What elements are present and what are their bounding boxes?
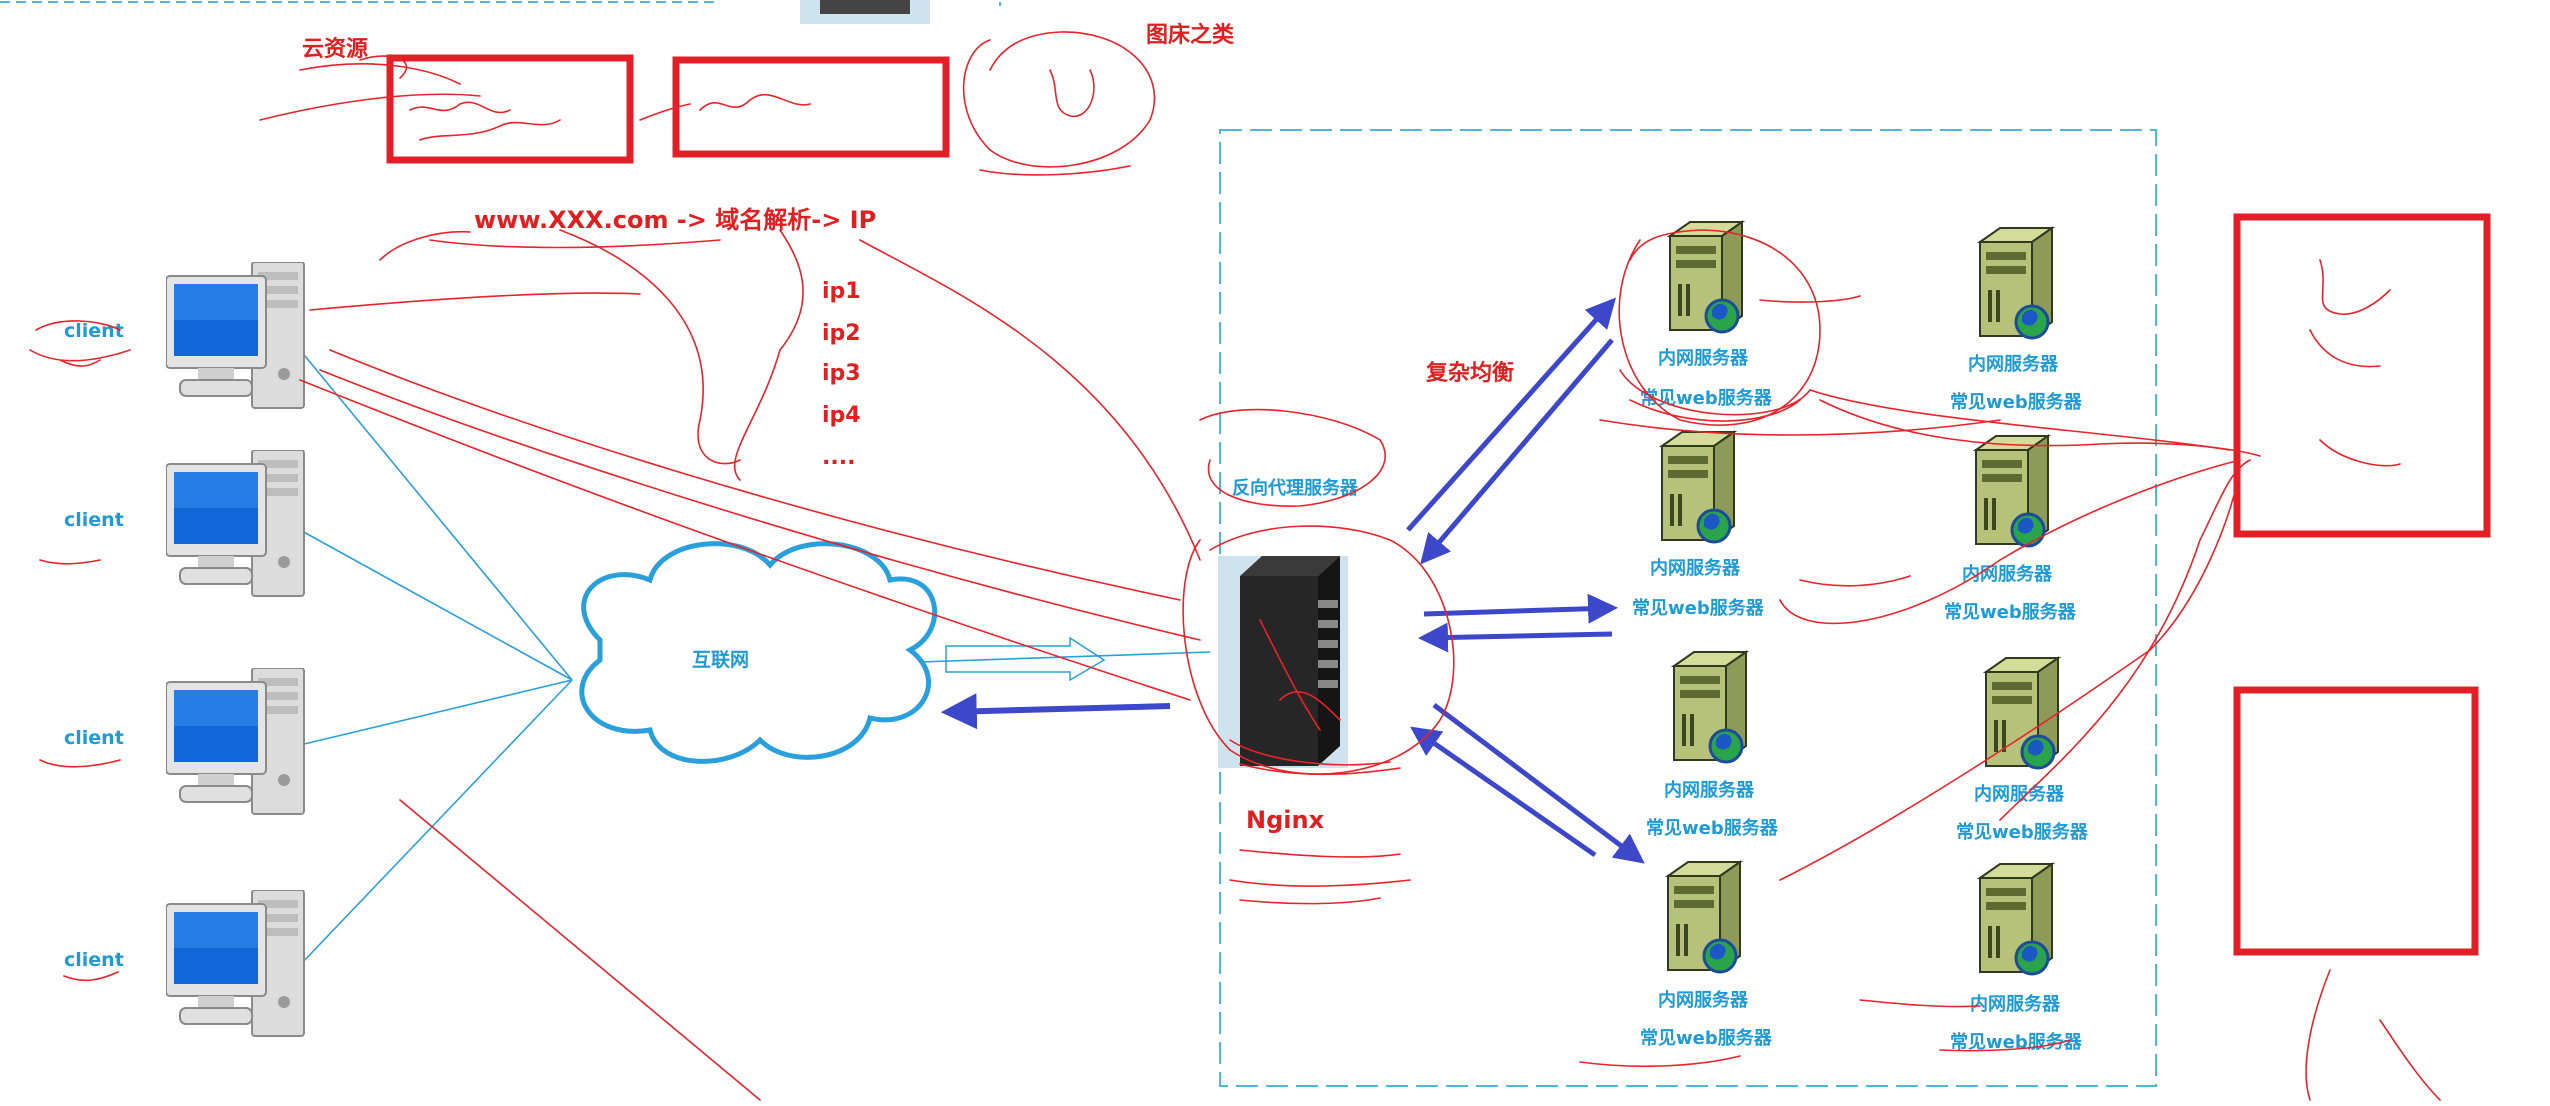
svg-text:内网服务器: 内网服务器 xyxy=(1962,563,2053,585)
svg-text:内网服务器: 内网服务器 xyxy=(1968,353,2059,375)
svg-text:ip2: ip2 xyxy=(822,321,861,346)
client-3: client xyxy=(64,668,305,815)
intranet-server: 内网服务器 常见web服务器 xyxy=(1950,862,2083,1053)
client-label: client xyxy=(64,509,124,531)
intranet-server: 内网服务器 常见web服务器 xyxy=(1956,656,2089,843)
intranet-server: 内网服务器 常见web服务器 xyxy=(1640,220,1773,409)
ip-list: ip1 ip2 ip3 ip4 .... xyxy=(822,279,861,470)
intranet-server: 内网服务器 常见web服务器 xyxy=(1950,226,2083,413)
intranet-server: 内网服务器 常见web服务器 xyxy=(1646,650,1779,839)
balance-arrows xyxy=(1406,297,1645,864)
svg-text:内网服务器: 内网服务器 xyxy=(1658,347,1749,369)
svg-text:常见web服务器: 常见web服务器 xyxy=(1640,1027,1773,1049)
svg-text:内网服务器: 内网服务器 xyxy=(1664,779,1755,801)
handwritten-annotations xyxy=(29,31,2441,1101)
intranet-server: 内网服务器 常见web服务器 xyxy=(1632,430,1765,619)
svg-text:常见web服务器: 常见web服务器 xyxy=(1956,821,2089,843)
client-1: client xyxy=(64,262,305,409)
cloud-resource-label: 云资源 xyxy=(302,37,368,62)
svg-text:常见web服务器: 常见web服务器 xyxy=(1640,387,1773,409)
client-label: client xyxy=(64,727,124,749)
client-label: client xyxy=(64,949,124,971)
client-2: client xyxy=(64,450,305,597)
nginx-server: Nginx xyxy=(1218,556,1348,834)
complex-balance-label: 复杂均衡 xyxy=(1425,360,1514,386)
internet-label: 互联网 xyxy=(692,649,749,671)
cloud-resource-box-1 xyxy=(386,54,634,164)
response-arrow xyxy=(940,693,1171,730)
svg-text:ip1: ip1 xyxy=(822,279,861,304)
intranet-server: 内网服务器 常见web服务器 xyxy=(1640,860,1773,1049)
svg-text:内网服务器: 内网服务器 xyxy=(1658,989,1749,1011)
client-links xyxy=(299,349,1211,966)
client-label: client xyxy=(64,320,124,342)
svg-text:常见web服务器: 常见web服务器 xyxy=(1950,391,2083,413)
intranet-server: 内网服务器 常见web服务器 xyxy=(1944,434,2077,623)
svg-text:ip4: ip4 xyxy=(822,403,861,428)
svg-text:常见web服务器: 常见web服务器 xyxy=(1944,601,2077,623)
storage-box-1 xyxy=(2233,213,2491,538)
internet-cloud: 互联网 xyxy=(579,541,938,764)
svg-text:内网服务器: 内网服务器 xyxy=(1974,783,2065,805)
storage-box-2 xyxy=(2233,686,2479,956)
svg-text:ip3: ip3 xyxy=(822,361,861,386)
image-bed-label: 图床之类 xyxy=(1146,22,1235,48)
request-arrow xyxy=(945,636,1106,682)
svg-text:常见web服务器: 常见web服务器 xyxy=(1632,597,1765,619)
client-4: client xyxy=(64,890,305,1037)
svg-text:常见web服务器: 常见web服务器 xyxy=(1646,817,1779,839)
svg-text:....: .... xyxy=(822,445,855,470)
svg-text:常见web服务器: 常见web服务器 xyxy=(1950,1031,2083,1053)
nginx-label: Nginx xyxy=(1246,806,1325,834)
svg-text:内网服务器: 内网服务器 xyxy=(1650,557,1741,579)
dns-resolve-label: www.XXX.com -> 域名解析-> IP xyxy=(474,206,876,234)
cloud-resource-box-2 xyxy=(672,56,950,158)
reverse-proxy-label: 反向代理服务器 xyxy=(1232,477,1359,499)
svg-text:内网服务器: 内网服务器 xyxy=(1970,993,2061,1015)
